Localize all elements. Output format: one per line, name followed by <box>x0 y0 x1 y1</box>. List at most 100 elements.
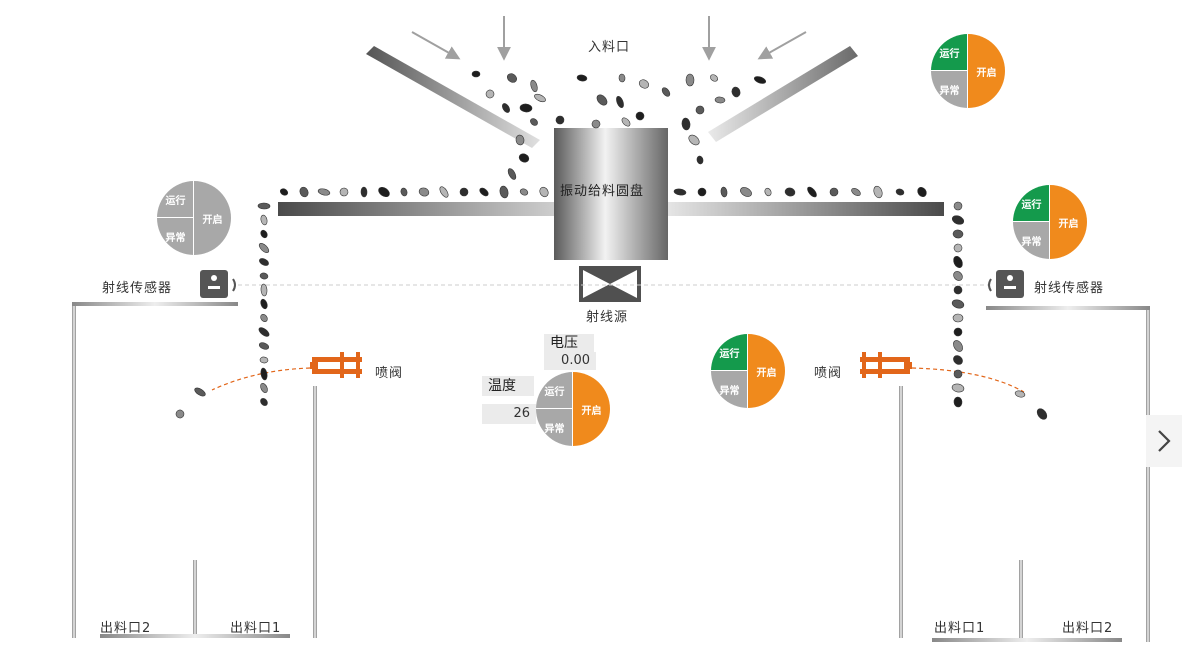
voltage-label: 电压 <box>544 334 594 352</box>
ore-particle <box>507 73 517 83</box>
outlet-left-1-label: 出料口1 <box>230 621 282 636</box>
ore-particle <box>953 396 963 408</box>
ore-particle <box>530 118 538 126</box>
ore-particle <box>1036 408 1048 420</box>
conveyor-right <box>666 202 944 216</box>
on-status: 开启 <box>573 372 610 446</box>
ore-particle <box>539 186 549 198</box>
ray-source-icon <box>579 266 641 302</box>
ore-particle <box>621 117 631 127</box>
status-indicator-right: 运行 异常 开启 <box>1013 185 1087 259</box>
ore-particle <box>952 229 964 239</box>
ore-particle <box>378 186 390 198</box>
ore-particle <box>418 187 430 197</box>
ore-particle <box>714 96 726 104</box>
sensor-right-icon <box>988 270 1024 298</box>
ore-particle <box>518 153 530 163</box>
ore-particle <box>710 74 718 82</box>
ore-particle <box>479 187 489 197</box>
right-chute <box>708 46 858 142</box>
status-indicator-center-right: 运行 异常 开启 <box>711 334 785 408</box>
ore-particle <box>260 283 268 297</box>
ore-particle <box>576 74 588 82</box>
on-status: 开启 <box>194 181 231 255</box>
status-indicator-left: 运行 异常 开启 <box>157 181 231 255</box>
status-indicator-temperature: 运行 异常 开启 <box>536 372 610 446</box>
ore-particle <box>616 96 624 108</box>
outlet-right-1-label: 出料口1 <box>934 621 986 636</box>
ore-particle <box>952 313 964 323</box>
ore-particle <box>953 327 963 337</box>
ore-particle <box>530 79 538 93</box>
feeder-label: 振动给料圆盘 <box>560 184 645 199</box>
next-page-button[interactable] <box>1146 415 1182 467</box>
ore-particle <box>534 93 546 103</box>
ore-particle <box>260 398 268 406</box>
ore-particle <box>260 367 268 381</box>
valve-left-icon <box>310 352 362 378</box>
ore-particle <box>697 187 707 197</box>
valve-left-label: 喷阀 <box>375 366 404 381</box>
conveyor-left <box>278 202 558 216</box>
ore-particle <box>502 103 510 113</box>
sensor-left-icon <box>200 270 236 298</box>
ore-particle <box>260 229 268 239</box>
ore-particle <box>807 186 817 198</box>
ore-particle <box>259 258 269 266</box>
valve-right-label: 喷阀 <box>814 366 843 381</box>
ore-particle <box>439 186 449 198</box>
error-status: 异常 <box>931 71 968 108</box>
voltage-value: 0.00 <box>544 352 596 370</box>
ore-particle <box>953 243 963 253</box>
ore-particle <box>953 355 963 365</box>
ore-particles <box>175 70 1048 420</box>
ore-particle <box>360 186 368 198</box>
ore-particle <box>731 86 741 98</box>
ore-particle <box>635 111 645 121</box>
eject-path-right <box>911 367 1025 393</box>
ore-particle <box>917 187 927 197</box>
error-status: 异常 <box>536 409 573 446</box>
ore-particle <box>895 188 905 196</box>
running-status: 运行 <box>157 181 194 218</box>
ore-particle <box>258 327 270 337</box>
ore-particle <box>784 187 796 197</box>
error-status: 异常 <box>711 371 748 408</box>
running-status: 运行 <box>931 34 968 71</box>
ore-particle <box>555 115 565 125</box>
ore-particle <box>953 369 963 379</box>
ore-particle <box>515 134 525 146</box>
ore-particle <box>591 119 601 129</box>
outlet-right-2-label: 出料口2 <box>1062 621 1114 636</box>
ore-particle <box>953 340 963 352</box>
ore-particle <box>299 186 309 198</box>
inlet-arrow <box>411 31 461 60</box>
ore-particle <box>485 89 495 99</box>
on-status: 开启 <box>1050 185 1087 259</box>
running-status: 运行 <box>711 334 748 371</box>
ore-particle <box>257 202 271 210</box>
ore-particle <box>459 187 469 197</box>
ore-particle <box>260 383 268 393</box>
frame-right <box>899 306 1150 642</box>
on-status: 开启 <box>748 334 785 408</box>
ore-particle <box>279 188 289 196</box>
ray-source-label: 射线源 <box>586 310 629 325</box>
ore-particle <box>339 187 349 197</box>
running-status: 运行 <box>1013 185 1050 222</box>
ore-particle <box>499 185 509 199</box>
ore-particle <box>258 342 270 350</box>
ore-particle <box>260 298 268 310</box>
error-status: 异常 <box>1013 222 1050 259</box>
chevron-right-icon <box>1158 430 1171 452</box>
ore-particle <box>953 271 963 281</box>
ore-particle <box>951 383 965 393</box>
ore-particle <box>258 243 270 253</box>
ore-particle <box>720 186 728 198</box>
ore-particle <box>260 214 268 226</box>
ore-particle <box>695 105 705 115</box>
ore-particle <box>661 87 671 97</box>
ore-particle <box>259 356 269 364</box>
ore-particle <box>175 409 185 419</box>
ore-particle <box>951 299 965 309</box>
